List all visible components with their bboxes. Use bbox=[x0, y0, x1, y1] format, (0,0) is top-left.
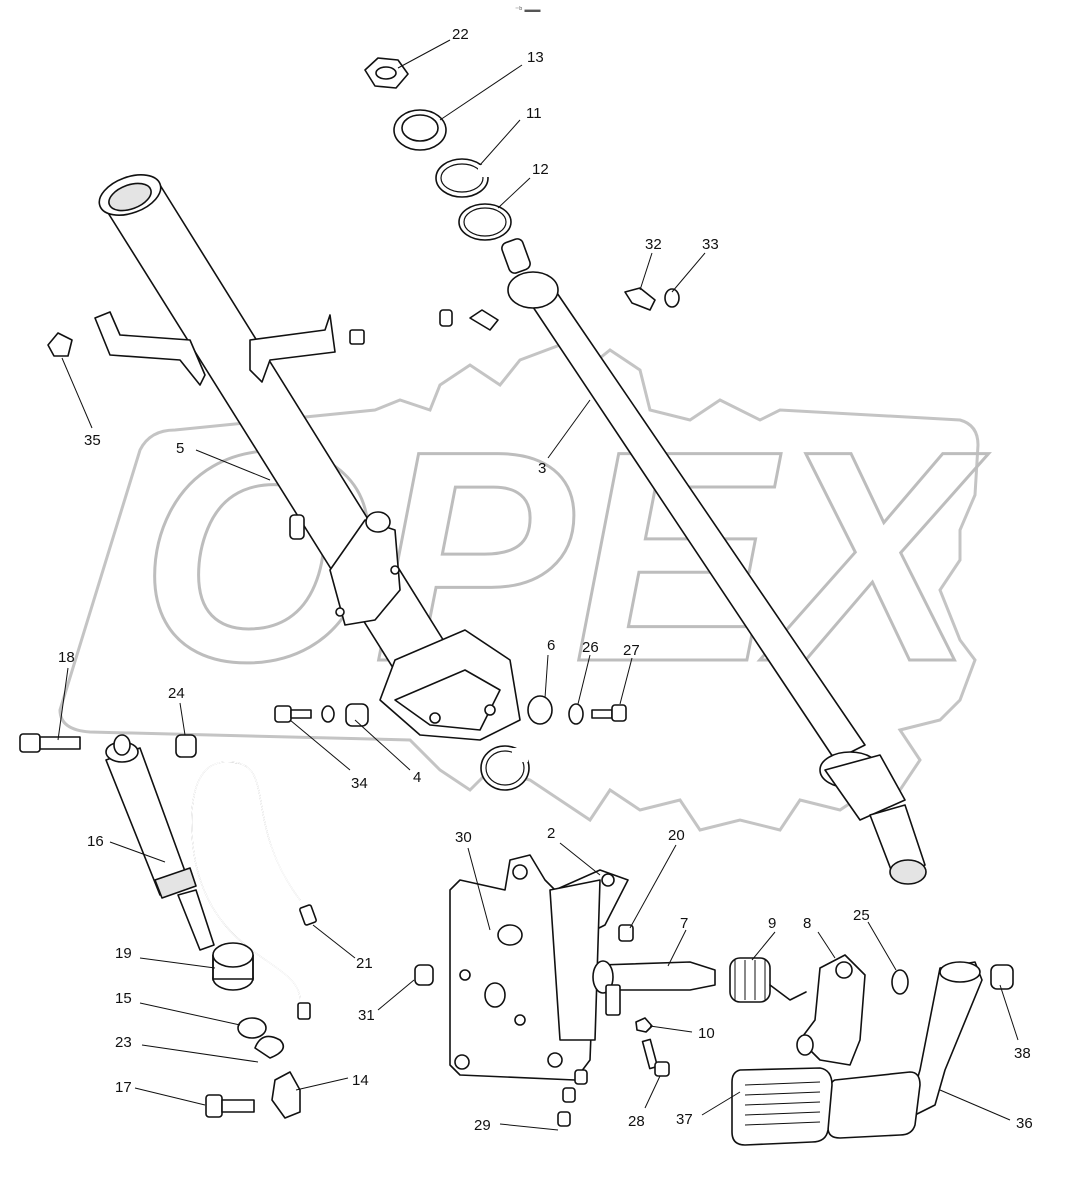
callout-32: 32 bbox=[645, 236, 662, 253]
callout-14: 14 bbox=[352, 1072, 369, 1089]
part-3-steering-shaft bbox=[501, 238, 927, 885]
callout-21: 21 bbox=[356, 955, 373, 972]
part-18-bolt bbox=[19, 733, 81, 753]
callout-labels: 22 13 11 12 32 33 35 5 3 6 26 27 18 24 3… bbox=[58, 26, 1033, 1134]
callout-23: 23 bbox=[115, 1034, 132, 1051]
callout-8: 8 bbox=[803, 915, 811, 932]
part-lower-circlip bbox=[480, 745, 530, 791]
part-33-small-nut bbox=[664, 288, 680, 308]
part-34-screw-and-washer bbox=[274, 705, 335, 723]
callout-11: 11 bbox=[526, 105, 542, 122]
callout-19: 19 bbox=[115, 945, 132, 962]
callout-26: 26 bbox=[582, 639, 599, 656]
part-17-bolt bbox=[205, 1094, 255, 1118]
callout-28: 28 bbox=[628, 1113, 645, 1130]
part-23-clip bbox=[254, 1035, 285, 1059]
part-22-hex-nut bbox=[364, 57, 409, 89]
small-screw-and-clip-mid bbox=[349, 309, 499, 345]
part-15-nut bbox=[237, 1017, 267, 1039]
callout-27: 27 bbox=[623, 642, 640, 659]
callout-2: 2 bbox=[547, 825, 555, 842]
top-mark: ⁻ᵇ ▬▬ bbox=[515, 5, 540, 14]
callout-29: 29 bbox=[474, 1117, 491, 1134]
callout-33: 33 bbox=[702, 236, 719, 253]
callout-34: 34 bbox=[351, 775, 368, 792]
callout-18: 18 bbox=[58, 649, 75, 666]
part-28-bolt bbox=[641, 1038, 670, 1077]
part-31-nut bbox=[414, 964, 434, 986]
part-6-bushing bbox=[527, 695, 553, 725]
callout-15: 15 bbox=[115, 990, 132, 1007]
callout-9: 9 bbox=[768, 915, 776, 932]
callout-5: 5 bbox=[176, 440, 184, 457]
leader-lines bbox=[57, 39, 1019, 1131]
part-16-gas-strut bbox=[105, 734, 215, 951]
callout-12: 12 bbox=[532, 161, 549, 178]
part-12-ring bbox=[458, 203, 512, 241]
callout-10: 10 bbox=[698, 1025, 715, 1042]
callout-35: 35 bbox=[84, 432, 101, 449]
callout-7: 7 bbox=[680, 915, 688, 932]
part-20-nut bbox=[618, 924, 634, 942]
part-14-bracket bbox=[271, 1071, 301, 1119]
part-2-pedal-bracket bbox=[449, 854, 629, 1081]
callout-3: 3 bbox=[538, 460, 546, 477]
part-19-spacer bbox=[212, 942, 254, 991]
callout-24: 24 bbox=[168, 685, 185, 702]
part-35-square-nut bbox=[47, 332, 73, 357]
part-11-circlip bbox=[435, 158, 490, 198]
part-7-pivot-shaft bbox=[592, 960, 716, 1016]
part-26-washer bbox=[568, 703, 584, 725]
callout-17: 17 bbox=[115, 1079, 132, 1096]
part-9-spring bbox=[729, 957, 807, 1003]
callout-30: 30 bbox=[455, 829, 472, 846]
part-24-nut bbox=[175, 734, 197, 758]
part-8-pedal-arm-lever bbox=[796, 954, 866, 1066]
part-13-washer bbox=[393, 109, 447, 151]
part-38-nut bbox=[990, 964, 1014, 990]
callout-25: 25 bbox=[853, 907, 870, 924]
callout-20: 20 bbox=[668, 827, 685, 844]
part-5-column-tube bbox=[94, 174, 521, 741]
part-29-screws bbox=[557, 1069, 588, 1127]
callout-4: 4 bbox=[413, 769, 421, 786]
callout-38: 38 bbox=[1014, 1045, 1031, 1062]
part-10-nut bbox=[635, 1017, 653, 1033]
part-pedal-pad-plate bbox=[827, 1071, 921, 1139]
part-27-screw bbox=[591, 704, 627, 722]
callout-37: 37 bbox=[676, 1111, 693, 1128]
part-25-circlip bbox=[891, 969, 909, 995]
callout-13: 13 bbox=[527, 49, 544, 66]
callout-22: 22 bbox=[452, 26, 469, 43]
callout-6: 6 bbox=[547, 637, 555, 654]
part-4-nut bbox=[345, 703, 369, 727]
callout-31: 31 bbox=[358, 1007, 375, 1024]
part-32-clip bbox=[624, 287, 656, 311]
callout-16: 16 bbox=[87, 833, 104, 850]
part-37-pedal-rubber bbox=[731, 1067, 833, 1146]
part-21-cable bbox=[191, 761, 317, 1020]
callout-36: 36 bbox=[1016, 1115, 1033, 1132]
